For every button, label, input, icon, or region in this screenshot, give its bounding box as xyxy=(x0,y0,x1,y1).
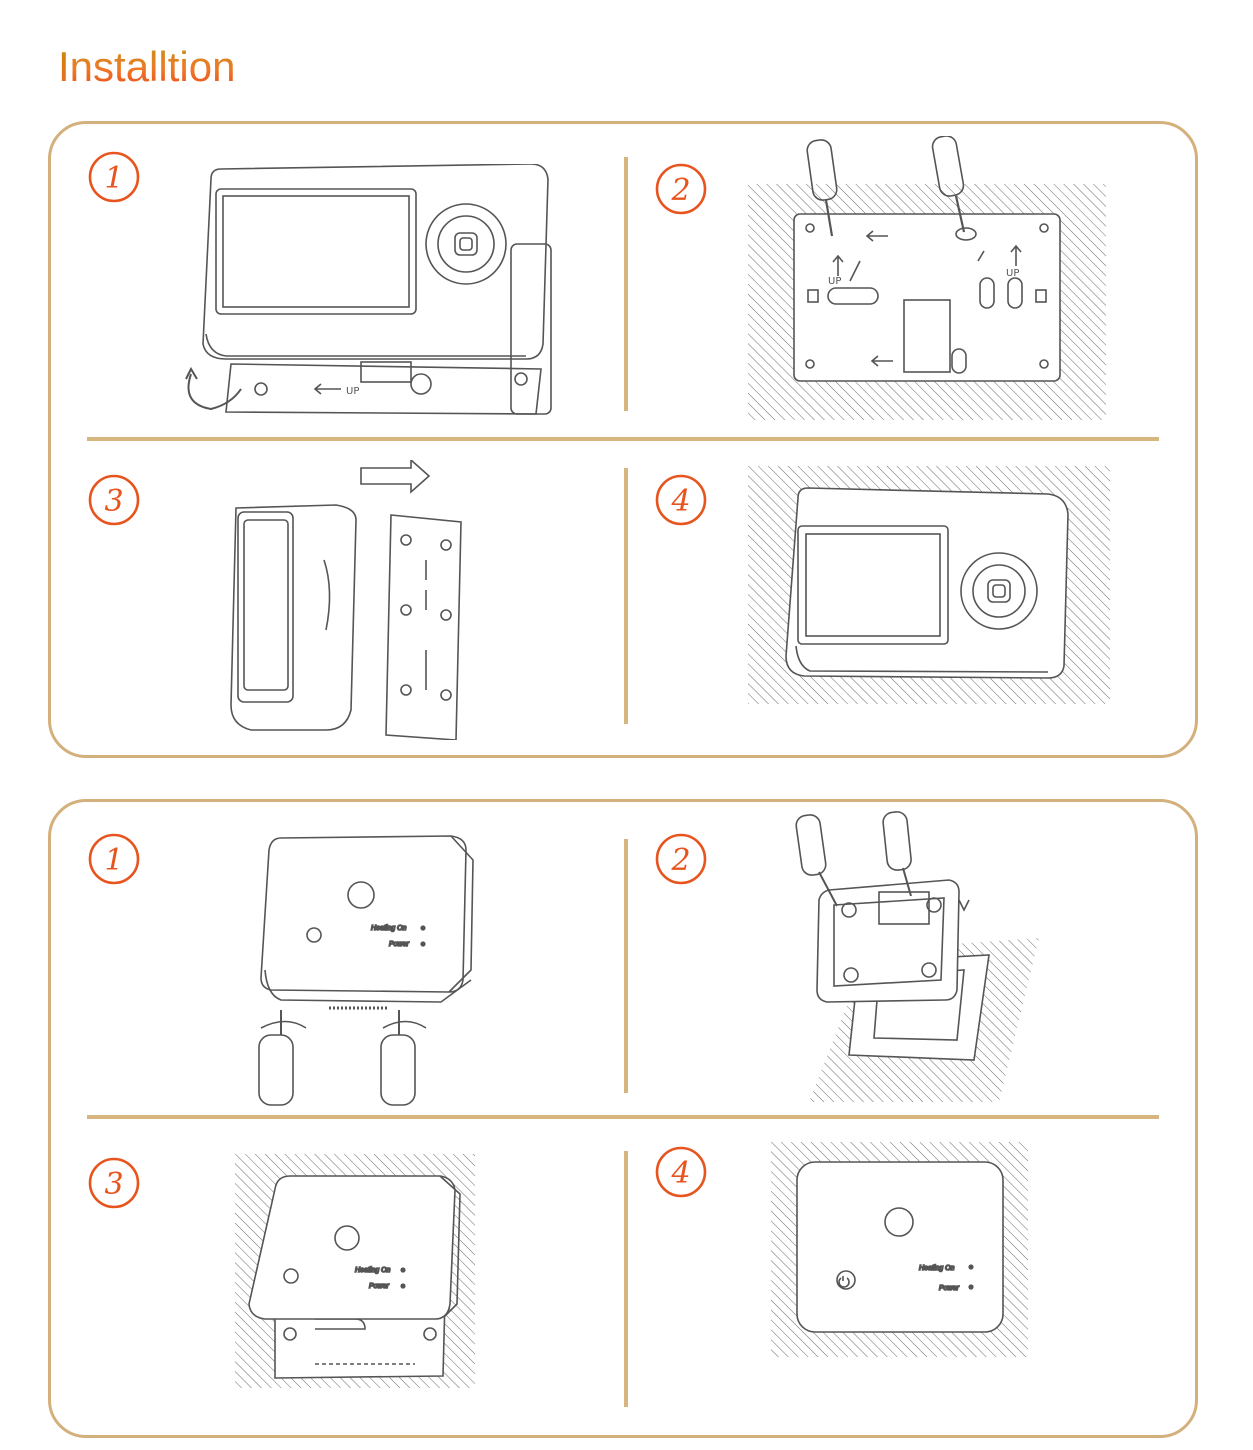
title-rest: nstalltion xyxy=(69,43,236,90)
step-number-text: 1 xyxy=(104,161,123,196)
step-1-figure-unhook-thermostat: UP xyxy=(171,164,571,424)
step-2-number-badge: 2 xyxy=(654,832,708,886)
step-2-figure-screw-receiver-base xyxy=(789,810,1039,1102)
heating-on-label: Heating On xyxy=(355,1267,391,1274)
vertical-divider xyxy=(624,157,628,411)
step-3-number-badge: 3 xyxy=(87,473,141,527)
step-number-text: 3 xyxy=(104,1167,123,1202)
step-2-figure-screw-back-plate: UP UP xyxy=(748,136,1108,422)
step-4-figure-mounted-thermostat xyxy=(748,466,1110,704)
title-initial: I xyxy=(58,43,70,90)
horizontal-divider xyxy=(87,437,1159,441)
power-label: Power xyxy=(939,1285,960,1292)
installation-panel-receiver: 1 Heating On Power 2 xyxy=(48,799,1198,1438)
heating-on-label: Heating On xyxy=(371,925,407,932)
step-number-text: 4 xyxy=(670,484,690,519)
step-number-text: 2 xyxy=(670,843,690,878)
heating-on-label: Heating On xyxy=(919,1265,955,1272)
up-mark: UP xyxy=(346,386,359,397)
vertical-divider xyxy=(624,468,628,724)
step-4-number-badge: 4 xyxy=(654,473,708,527)
power-label: Power xyxy=(369,1283,390,1290)
step-number-text: 3 xyxy=(104,484,123,519)
step-3-figure-side-mount xyxy=(216,460,476,740)
horizontal-divider xyxy=(87,1115,1159,1119)
step-2-number-badge: 2 xyxy=(654,162,708,216)
page-title: Installtion xyxy=(58,46,235,88)
installation-panel-display-thermostat: 1 UP 2 xyxy=(48,121,1198,758)
step-1-number-badge: 1 xyxy=(87,832,141,886)
step-1-figure-remove-back-screws: Heating On Power xyxy=(241,830,481,1110)
vertical-divider xyxy=(624,839,628,1093)
step-number-text: 4 xyxy=(670,1156,690,1191)
step-1-number-badge: 1 xyxy=(87,150,141,204)
step-4-figure-mounted-receiver: Heating On Power xyxy=(771,1142,1028,1357)
up-mark: UP xyxy=(828,276,841,287)
step-3-figure-attach-receiver: Heating On Power xyxy=(235,1154,475,1388)
step-number-text: 2 xyxy=(670,173,690,208)
up-mark: UP xyxy=(1006,268,1019,279)
step-number-text: 1 xyxy=(104,843,123,878)
step-4-number-badge: 4 xyxy=(654,1145,708,1199)
power-label: Power xyxy=(389,941,410,948)
step-3-number-badge: 3 xyxy=(87,1156,141,1210)
vertical-divider xyxy=(624,1151,628,1407)
